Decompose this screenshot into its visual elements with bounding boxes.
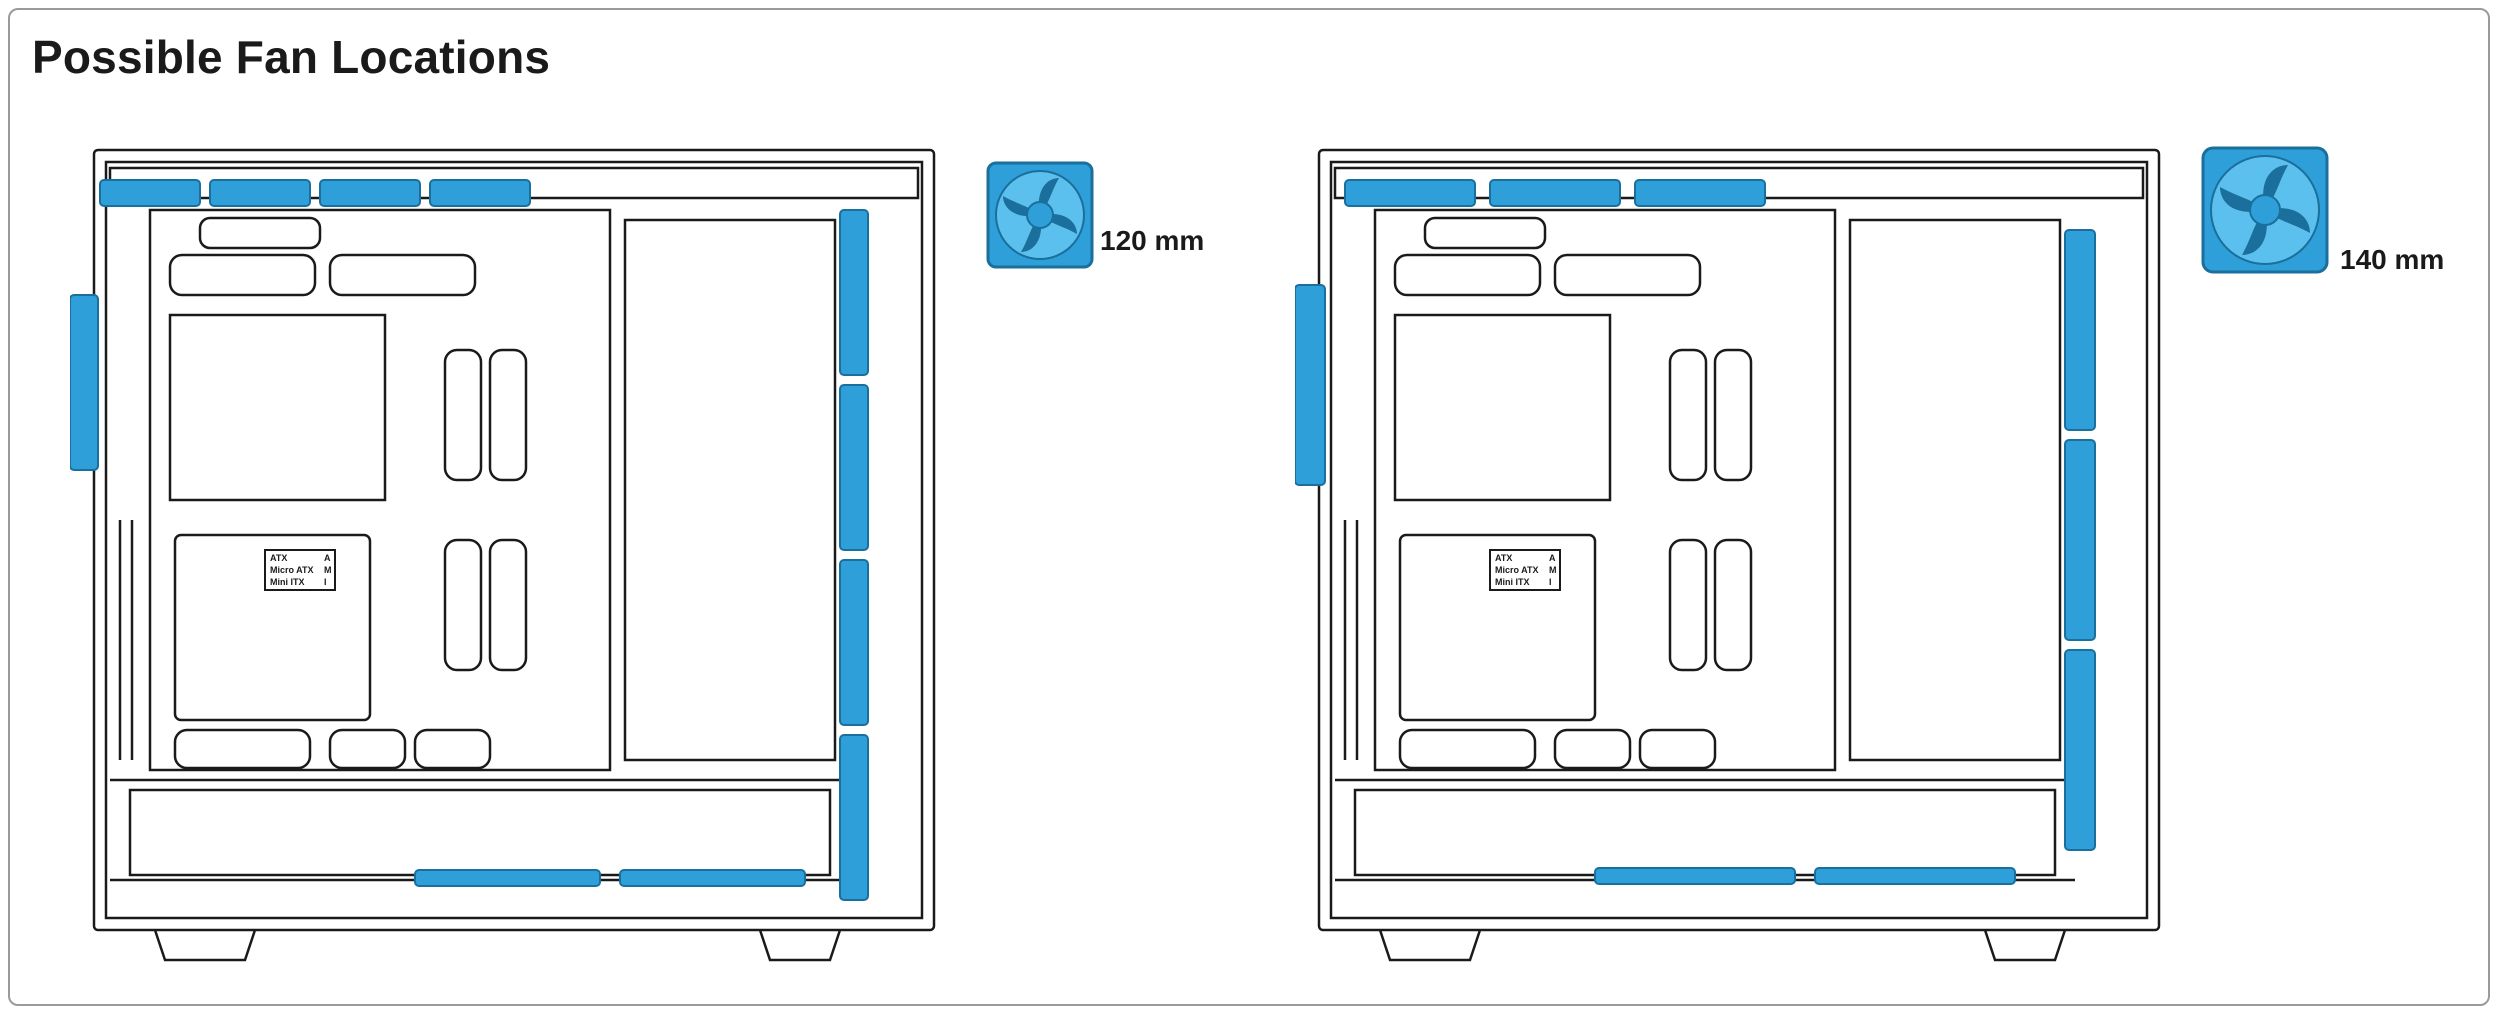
motherboard-tray	[1373, 208, 1837, 772]
fan-size-label-120mm: 120 mm	[1100, 225, 1205, 256]
fan-icon-120mm	[986, 161, 1094, 269]
foot-front	[1378, 929, 1482, 962]
board-label-atx: ATX	[1495, 553, 1512, 563]
board-code-i: I	[1549, 577, 1552, 587]
case-diagram-140mm: ATX Micro ATX Mini ITX A M I	[1295, 148, 2161, 962]
board-code-a: A	[1549, 553, 1556, 563]
grommet	[443, 348, 483, 482]
grommet	[1638, 728, 1717, 770]
fan-front-4	[839, 734, 869, 901]
fan-bottom-2	[1814, 867, 2016, 885]
grommet	[1553, 728, 1632, 770]
grommet	[413, 728, 492, 770]
cable-panel	[1848, 218, 2062, 762]
fan-size-label-140mm: 140 mm	[2340, 244, 2445, 275]
board-label-atx: ATX	[270, 553, 287, 563]
foot-rear	[758, 929, 842, 962]
fan-top-3	[319, 179, 421, 207]
fan-front-1	[2064, 229, 2096, 431]
fan-front-2	[2064, 439, 2096, 641]
board-code-i: I	[324, 577, 327, 587]
fan-top-1	[99, 179, 201, 207]
case-inner-edge	[1329, 160, 2149, 920]
foot-rear	[1983, 929, 2067, 962]
grommet	[1553, 253, 1702, 297]
fan-icon-140mm	[2201, 146, 2329, 274]
case-shell	[1317, 148, 2161, 932]
case-diagram-120mm: ATX Micro ATX Mini ITX A M I	[70, 148, 936, 962]
fan-rear	[70, 294, 99, 471]
rear-panel-cutout	[173, 533, 372, 722]
grommet	[443, 538, 483, 672]
fan-top-3	[1634, 179, 1766, 207]
fan-front-3	[839, 559, 869, 726]
grommet	[488, 538, 528, 672]
cpu-cutout	[168, 313, 387, 502]
board-code-m: M	[324, 565, 332, 575]
fan-top-2	[1489, 179, 1621, 207]
fan-front-3	[2064, 649, 2096, 851]
grommet	[168, 253, 317, 297]
grommet	[1713, 348, 1753, 482]
board-size-label: ATX Micro ATX Mini ITX A M I	[264, 549, 336, 591]
grommet	[328, 253, 477, 297]
fan-top-1	[1344, 179, 1476, 207]
grommet	[173, 728, 312, 770]
page-title: Possible Fan Locations	[32, 31, 551, 83]
cpu-cutout	[1393, 313, 1612, 502]
grommet	[1393, 253, 1542, 297]
grommet	[488, 348, 528, 482]
fan-bottom-1	[414, 869, 601, 887]
fan-top-4	[429, 179, 531, 207]
grommet	[1668, 538, 1708, 672]
grommet	[1668, 348, 1708, 482]
fan-bottom-2	[619, 869, 806, 887]
grommet	[198, 216, 322, 250]
grommet	[1398, 728, 1537, 770]
foot-front	[153, 929, 257, 962]
board-label-mini-itx: Mini ITX	[270, 577, 305, 587]
board-label-micro-atx: Micro ATX	[270, 565, 314, 575]
fan-front-2	[839, 384, 869, 551]
board-code-a: A	[324, 553, 331, 563]
board-label-mini-itx: Mini ITX	[1495, 577, 1530, 587]
rear-panel-cutout	[1398, 533, 1597, 722]
case-shell	[92, 148, 936, 932]
board-size-label: ATX Micro ATX Mini ITX A M I	[1489, 549, 1561, 591]
cable-panel	[623, 218, 837, 762]
board-code-m: M	[1549, 565, 1557, 575]
fan-front-1	[839, 209, 869, 376]
grommet	[328, 728, 407, 770]
case-inner-edge	[104, 160, 924, 920]
motherboard-tray	[148, 208, 612, 772]
board-label-micro-atx: Micro ATX	[1495, 565, 1539, 575]
fan-top-2	[209, 179, 311, 207]
grommet	[1713, 538, 1753, 672]
grommet	[1423, 216, 1547, 250]
fan-rear	[1295, 284, 1326, 486]
fan-bottom-1	[1594, 867, 1796, 885]
